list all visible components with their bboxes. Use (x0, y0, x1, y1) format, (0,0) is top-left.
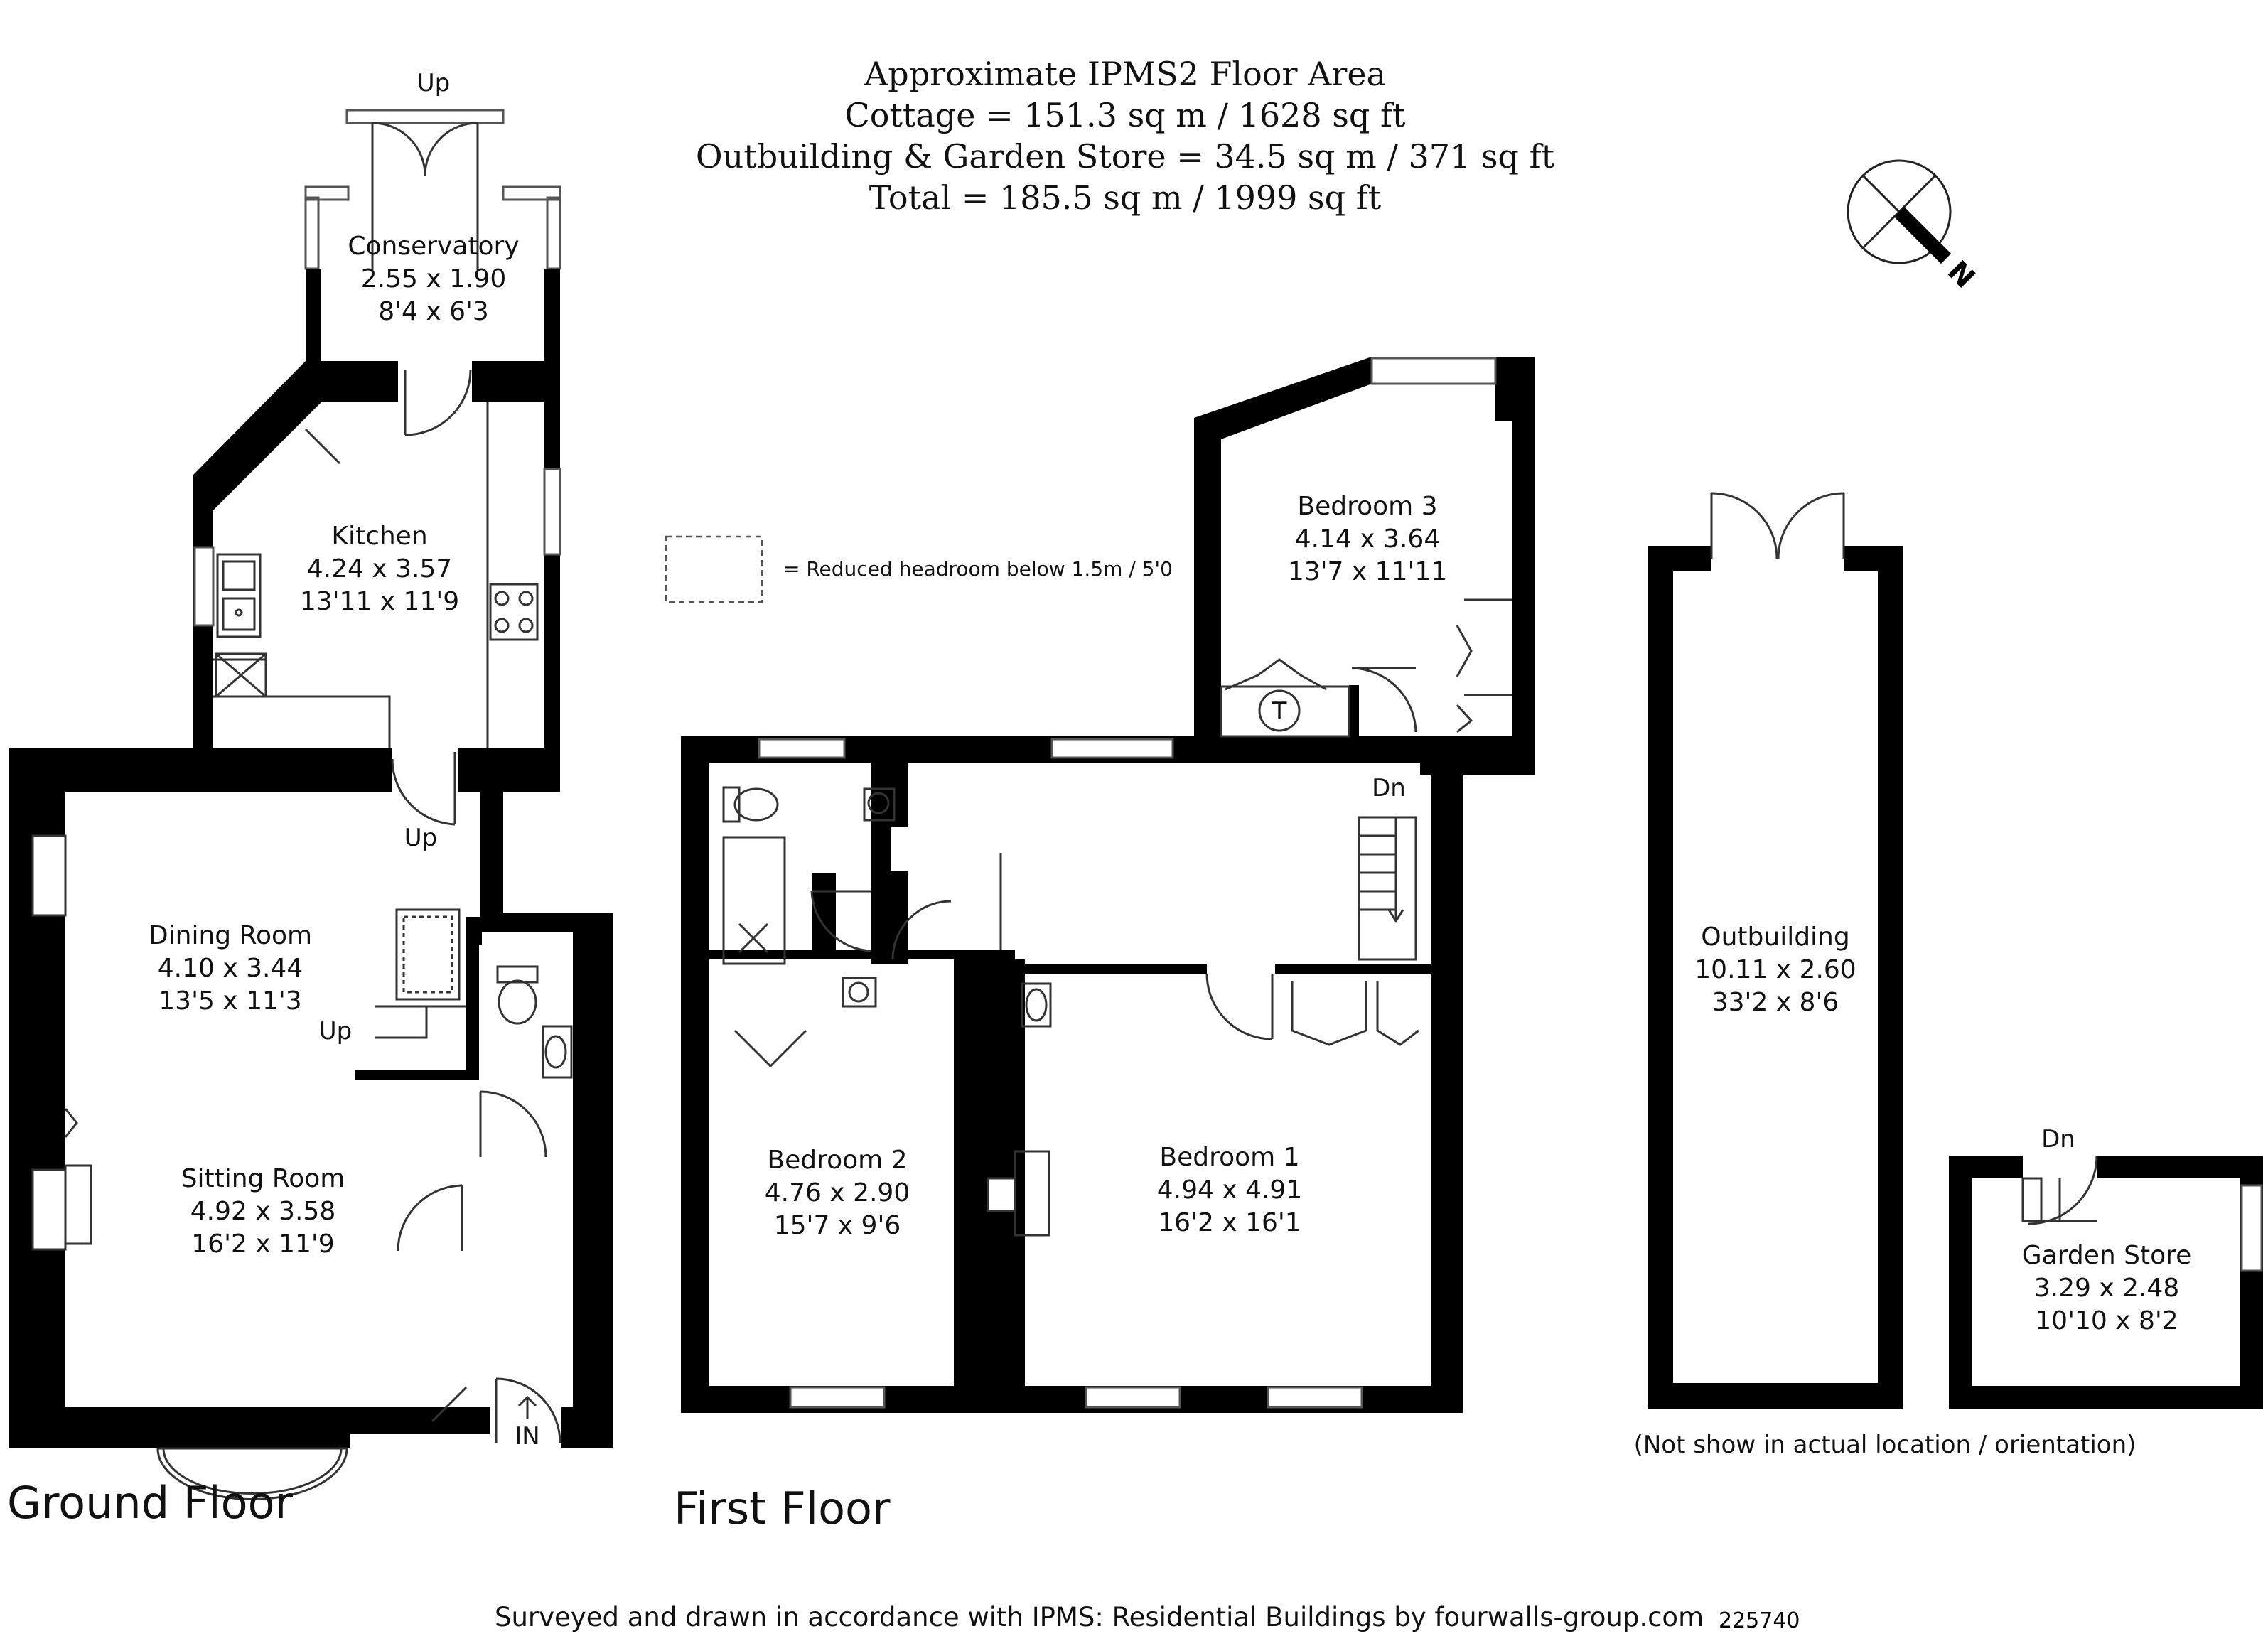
garden-store-window-icon (2240, 1184, 2263, 1272)
up-label-stairs: Up (319, 1017, 352, 1045)
up-label-conservatory: Up (417, 69, 450, 97)
room-metric: 4.92 x 3.58 (190, 1197, 336, 1226)
room-metric: 10.11 x 2.60 (1694, 955, 1856, 984)
room-metric: 4.94 x 4.91 (1157, 1176, 1303, 1205)
compass-north-label: N (1941, 254, 1981, 294)
bathtub-icon (722, 836, 786, 965)
conservatory-door-icon (371, 122, 479, 270)
ground-floor: Up (7, 69, 613, 1529)
room-label-bedroom1: Bedroom 1 4.94 x 4.91 16'2 x 16'1 (1157, 1143, 1303, 1237)
garden-store-walls (1949, 1156, 2263, 1409)
room-imperial: 33'2 x 8'6 (1712, 988, 1839, 1017)
legend: = Reduced headroom below 1.5m / 5'0 (665, 535, 1173, 603)
room-metric: 2.55 x 1.90 (361, 264, 507, 294)
orientation-note: (Not show in actual location / orientati… (1634, 1431, 2137, 1459)
room-metric: 4.10 x 3.44 (158, 954, 303, 983)
outbuilding-walls (1648, 546, 1903, 1409)
room-metric: 3.29 x 2.48 (2034, 1274, 2180, 1303)
room-label-outbuilding: Outbuilding 10.11 x 2.60 33'2 x 8'6 (1694, 922, 1856, 1017)
room-metric: 4.14 x 3.64 (1295, 525, 1441, 554)
room-label-gardenstore: Garden Store 3.29 x 2.48 10'10 x 8'2 (2022, 1241, 2192, 1335)
dishwasher-icon (215, 652, 267, 698)
hall-door-icon (397, 1090, 561, 1443)
wardrobe-icon (733, 598, 1512, 1068)
room-metric: 4.24 x 3.57 (307, 554, 453, 583)
area-summary: Approximate IPMS2 Floor Area Cottage = 1… (696, 55, 1555, 217)
room-imperial: 8'4 x 6'3 (378, 297, 489, 326)
up-label-dining: Up (404, 824, 437, 852)
room-name: Dining Room (149, 921, 312, 950)
room-name: Bedroom 3 (1297, 492, 1437, 521)
footer: Surveyed and drawn in accordance with IP… (495, 1602, 1800, 1633)
landing-stairs-icon (999, 816, 1417, 961)
toilet-icon (496, 965, 539, 1025)
chimney-breast-icon (987, 1150, 1050, 1237)
area-cottage: Cottage = 151.3 sq m / 1628 sq ft (845, 96, 1406, 134)
kitchen-door-icon (391, 369, 472, 826)
room-name: Outbuilding (1701, 922, 1849, 952)
area-total: Total = 185.5 sq m / 1999 sq ft (869, 178, 1382, 217)
entrance-arrow-icon (517, 1395, 537, 1419)
room-imperial: 15'7 x 9'6 (774, 1211, 901, 1240)
room-name: Kitchen (331, 522, 427, 551)
water-tank-icon: T (1258, 689, 1301, 732)
first-floor-window-icon (758, 357, 1497, 1409)
entrance-label: IN (515, 1422, 539, 1451)
first-floor-door-icon (810, 667, 1417, 1040)
area-title: Approximate IPMS2 Floor Area (864, 55, 1386, 93)
cloakroom-walls (466, 917, 613, 1087)
compass-icon: N (1847, 159, 1981, 295)
kitchen-window-icon (193, 468, 561, 627)
stairs-icon (375, 908, 466, 1039)
tank-cupboard (1220, 685, 1350, 738)
basin-icon (542, 1025, 573, 1079)
room-label-bedroom2: Bedroom 2 4.76 x 2.90 15'7 x 9'6 (765, 1146, 910, 1240)
area-outbuilding: Outbuilding & Garden Store = 34.5 sq m /… (696, 137, 1555, 176)
ground-floor-walls (9, 269, 613, 1448)
outbuilding: Outbuilding 10.11 x 2.60 33'2 x 8'6 (1648, 492, 1903, 1409)
outbuilding-door-icon (1710, 492, 1845, 559)
room-imperial: 13'5 x 11'3 (158, 986, 301, 1016)
basin-icon (842, 787, 1052, 1028)
room-imperial: 16'2 x 11'9 (191, 1230, 334, 1259)
footer-ref: 225740 (1719, 1608, 1800, 1633)
room-name: Garden Store (2022, 1241, 2192, 1270)
room-name: Sitting Room (181, 1164, 345, 1193)
toilet-icon (722, 786, 779, 823)
ground-floor-title: Ground Floor (7, 1477, 294, 1529)
tank-label: T (1272, 697, 1287, 726)
room-imperial: 16'2 x 16'1 (1158, 1208, 1301, 1237)
room-label-bedroom3: Bedroom 3 4.14 x 3.64 13'7 x 11'11 (1288, 492, 1447, 586)
fireplace-icon (31, 834, 92, 1251)
footer-text: Surveyed and drawn in accordance with IP… (495, 1602, 1704, 1632)
room-imperial: 10'10 x 8'2 (2035, 1306, 2178, 1335)
room-metric: 4.76 x 2.90 (765, 1178, 910, 1207)
first-floor-title: First Floor (674, 1483, 891, 1534)
down-label-first: Dn (1372, 774, 1406, 802)
legend-text: = Reduced headroom below 1.5m / 5'0 (783, 557, 1173, 581)
sink-icon (216, 553, 262, 638)
room-label-kitchen: Kitchen 4.24 x 3.57 13'11 x 11'9 (300, 522, 459, 616)
room-label-conservatory: Conservatory 2.55 x 1.90 8'4 x 6'3 (348, 232, 519, 326)
reduced-headroom-swatch (665, 535, 763, 603)
room-name: Conservatory (348, 232, 519, 261)
hob-icon (489, 583, 539, 641)
down-label-store: Dn (2041, 1125, 2075, 1153)
room-name: Bedroom 2 (767, 1146, 907, 1175)
bay-window-icon (156, 1447, 348, 1501)
garden-store-door-icon (2021, 1155, 2098, 1225)
room-label-sitting: Sitting Room 4.92 x 3.58 16'2 x 11'9 (181, 1164, 345, 1259)
room-imperial: 13'7 x 11'11 (1288, 557, 1447, 586)
room-label-dining: Dining Room 4.10 x 3.44 13'5 x 11'3 (149, 921, 312, 1016)
room-name: Bedroom 1 (1159, 1143, 1299, 1172)
first-floor: T Dn Bedroom 3 4.14 x 3.64 13'7 x 11'11 (674, 357, 1535, 1534)
garden-store: Dn Garden Store 3.29 x 2.48 10'10 x 8'2 (1949, 1125, 2263, 1409)
kitchen-fittings (213, 402, 489, 748)
room-imperial: 13'11 x 11'9 (300, 587, 459, 616)
